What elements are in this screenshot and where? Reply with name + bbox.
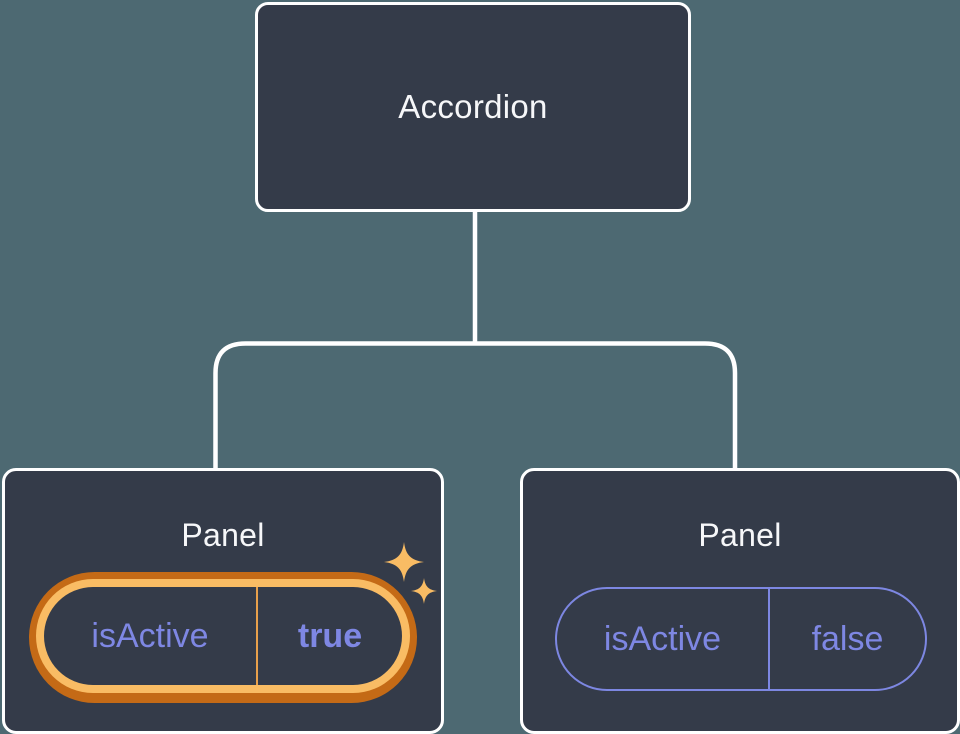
panel-node-label: Panel [181, 517, 265, 553]
prop-name: isActive [557, 589, 770, 689]
panel-node-label: Panel [698, 517, 782, 553]
prop-value: true [297, 616, 363, 655]
state-pill-active-ring: isActive true [36, 579, 410, 693]
accordion-node: Accordion [255, 2, 691, 212]
state-pill-active-highlight: isActive true [29, 572, 417, 703]
prop-name: isActive [44, 587, 258, 685]
panel-node-inactive: Panel isActive false [520, 468, 960, 734]
panel-node-active: Panel isActive true [2, 468, 444, 734]
state-pill-inactive: isActive false [555, 587, 927, 691]
state-pill-active: isActive true [44, 587, 402, 685]
prop-value: false [811, 619, 884, 658]
branch-bracket-line [213, 341, 738, 470]
accordion-node-label: Accordion [398, 88, 548, 125]
